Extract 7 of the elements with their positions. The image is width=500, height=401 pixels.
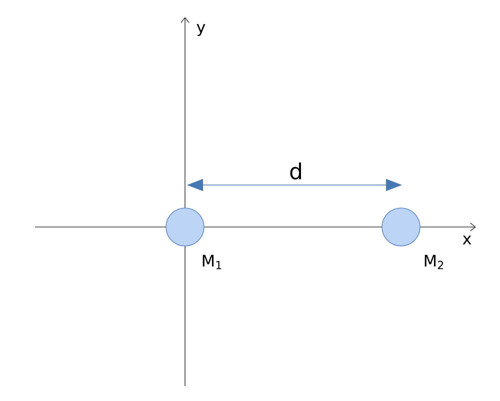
mass-label: M$_{1}$	[202, 254, 222, 270]
mass-circle	[166, 208, 204, 246]
axis-label: x	[462, 236, 472, 244]
axis-label: y	[196, 24, 206, 36]
mass-circle	[382, 208, 420, 246]
mass-label: M$_{2}$	[424, 254, 444, 270]
distance-label: d	[290, 162, 301, 180]
